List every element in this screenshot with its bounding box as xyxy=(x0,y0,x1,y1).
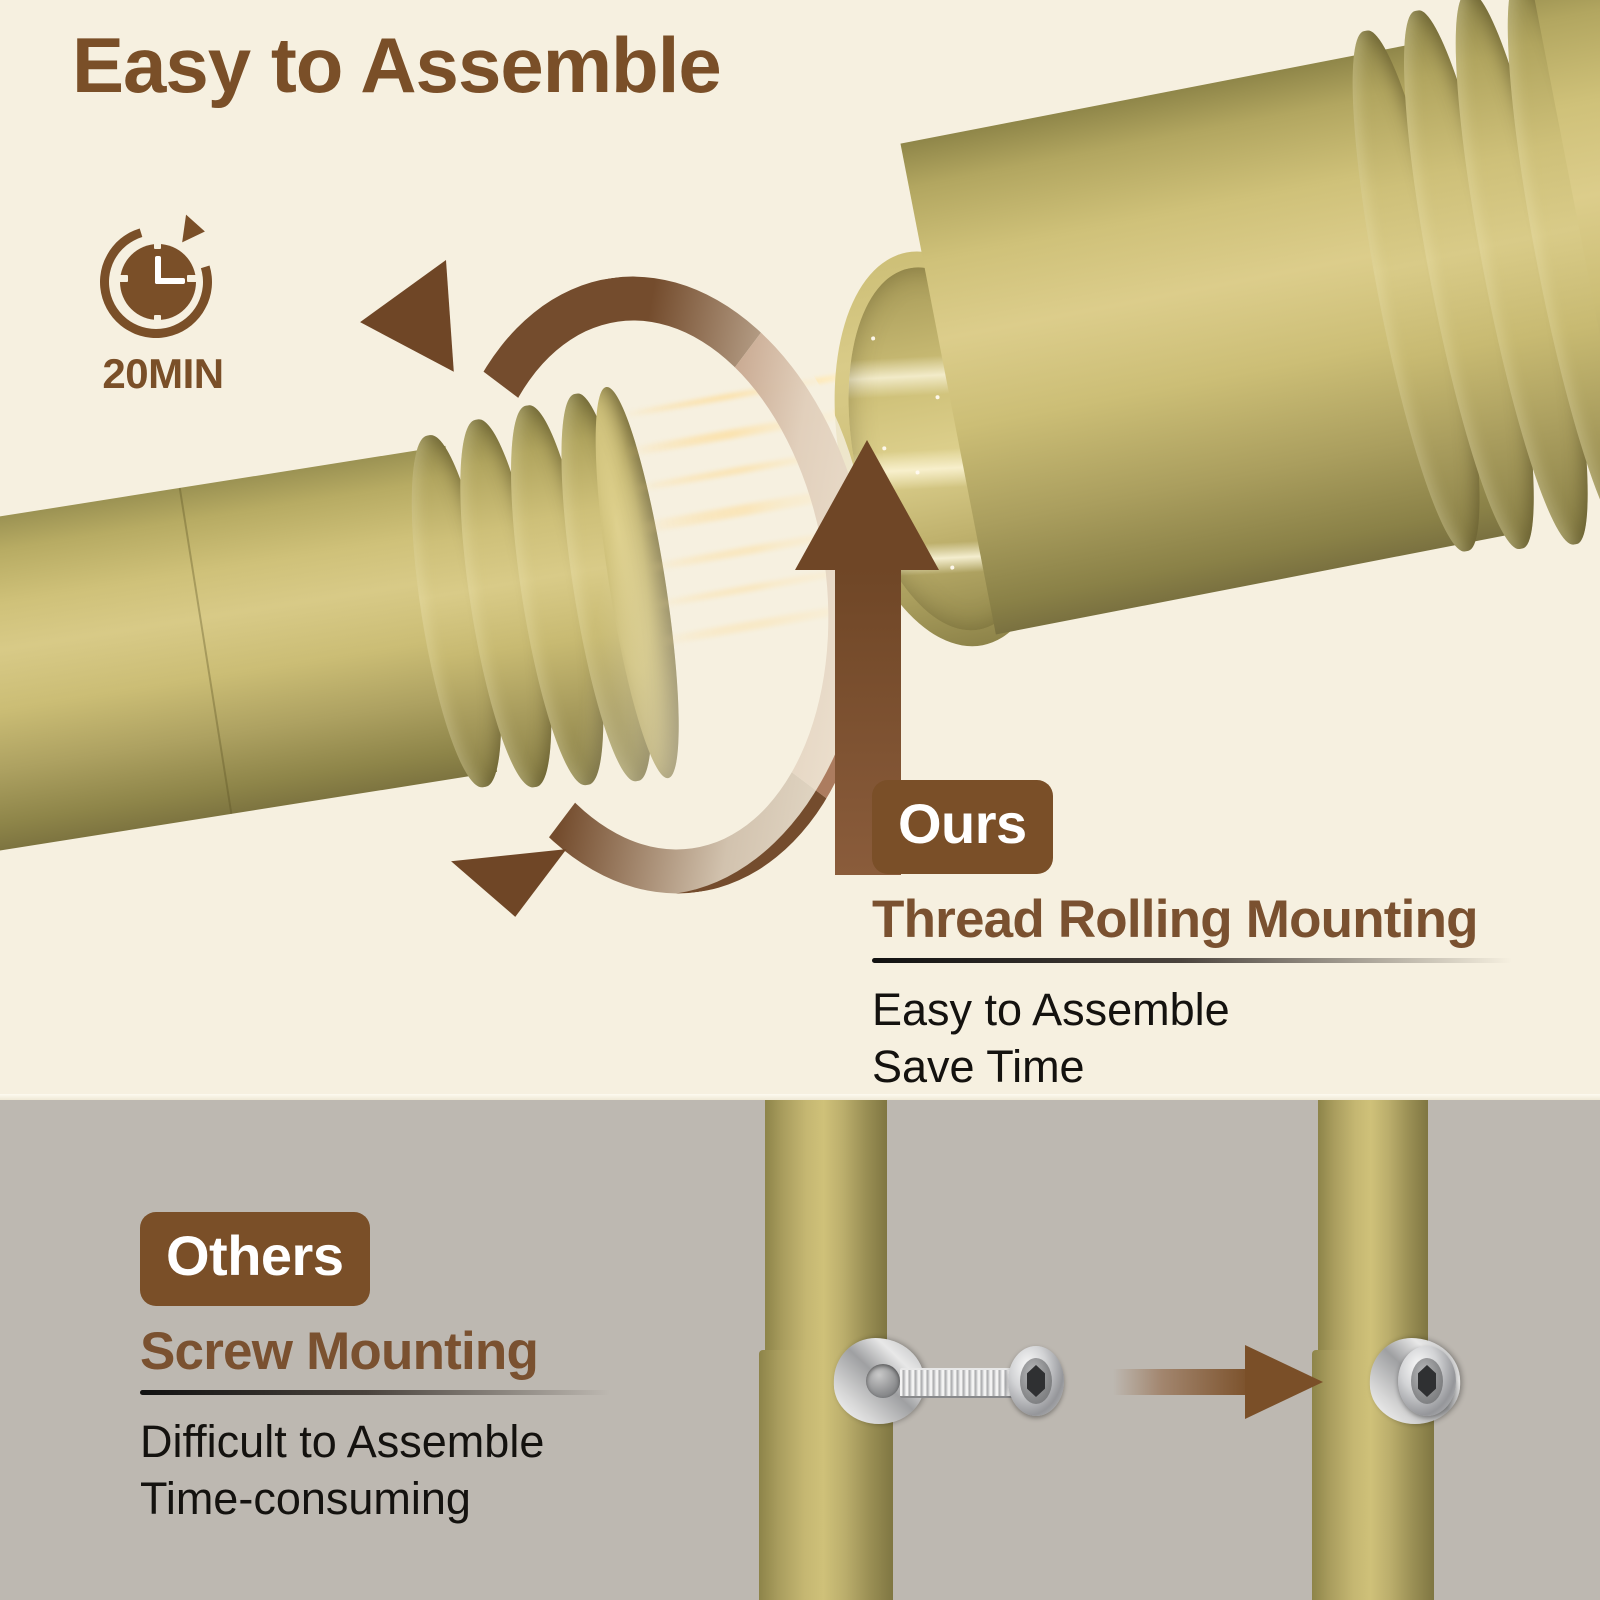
others-drawbacks: Difficult to Assemble Time-consuming xyxy=(140,1415,545,1525)
bracket-hole xyxy=(866,1364,900,1398)
rotation-arrowhead-left xyxy=(356,259,454,379)
sparkle-icon xyxy=(915,470,920,475)
ours-divider xyxy=(872,957,1512,963)
ours-caption-block: Ours Thread Rolling Mounting Easy to Ass… xyxy=(872,780,1572,1096)
others-caption-block: Others Screw Mounting Difficult to Assem… xyxy=(140,1212,780,1528)
clock-tick-bottom xyxy=(154,315,161,328)
ours-badge: Ours xyxy=(872,780,1053,874)
sparkle-icon xyxy=(870,336,876,341)
rod-upper-segment xyxy=(765,1100,887,1350)
sparkle-icon xyxy=(881,445,887,451)
sparkle-icon xyxy=(935,394,940,400)
clock-hour-hand xyxy=(155,256,161,284)
rotation-arrowhead-icon xyxy=(182,214,207,246)
page-title: Easy to Assemble xyxy=(72,21,722,109)
assembly-time-badge: 20MIN xyxy=(78,206,248,398)
others-title: Screw Mounting xyxy=(140,1322,539,1381)
assembly-time-label: 20MIN xyxy=(102,350,224,397)
sparkle-icon xyxy=(949,565,955,570)
clock-tick-right xyxy=(187,275,200,282)
clock-minute-hand xyxy=(155,278,185,284)
others-panel xyxy=(0,1100,1600,1600)
left-rod-graphic xyxy=(0,354,747,937)
transfer-arrow-graphic xyxy=(1113,1345,1323,1419)
rotating-clock-icon xyxy=(80,206,232,358)
ours-benefits: Easy to Assemble Save Time xyxy=(872,983,1230,1093)
ours-panel: Easy to Assemble 20MIN xyxy=(0,0,1600,1100)
rod-upper-segment xyxy=(1318,1100,1428,1350)
clock-tick-top xyxy=(154,236,161,249)
ours-title: Thread Rolling Mounting xyxy=(872,890,1479,949)
screw-thread-shaft xyxy=(900,1368,1020,1398)
transfer-arrow-stem xyxy=(1113,1369,1253,1395)
clock-tick-left xyxy=(115,275,128,282)
others-badge: Others xyxy=(140,1212,370,1306)
others-divider xyxy=(140,1389,610,1395)
transfer-arrowhead xyxy=(1245,1345,1323,1419)
right-rod-graphic xyxy=(771,0,1600,714)
hex-socket-icon xyxy=(1027,1365,1045,1397)
assembled-hex-socket-icon xyxy=(1418,1365,1436,1397)
